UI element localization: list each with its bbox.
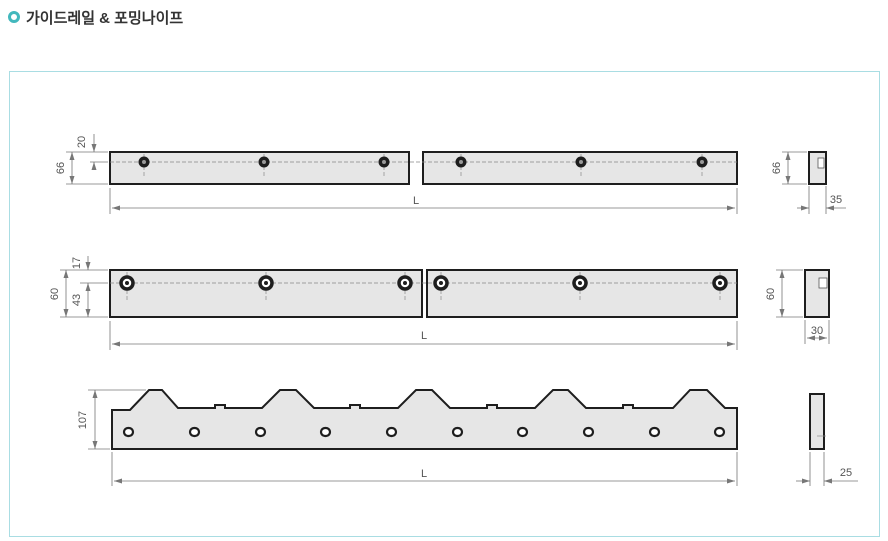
rail2-holes (119, 275, 728, 291)
section-title: 가이드레일 & 포밍나이프 (26, 9, 184, 27)
knife-slot (385, 426, 398, 438)
knife-profile (111, 389, 738, 450)
rail2-height-dim: 60 (49, 288, 61, 300)
knife-slot (451, 426, 464, 438)
knife-slot (582, 426, 595, 438)
guide-rail-2: 60 17 43 L 60 30 (49, 256, 830, 350)
guide-rail-1: 66 20 L 66 35 (55, 134, 846, 214)
knife-slot (188, 426, 201, 438)
rail1-side-height-dim: 66 (771, 162, 783, 174)
rail2-lower-dim: 43 (71, 294, 83, 306)
knife-slot (122, 426, 135, 438)
knife-slot (319, 426, 332, 438)
forming-knife: 107 L 25 (77, 389, 858, 486)
knife-height-dim: 107 (77, 411, 89, 429)
knife-slot (648, 426, 661, 438)
rail2-side-height-dim: 60 (765, 288, 777, 300)
rail2-side-view (804, 269, 830, 318)
rail1-left-segment (109, 151, 410, 185)
knife-slots (122, 426, 726, 438)
knife-slot (713, 426, 726, 438)
knife-side-view (809, 393, 825, 450)
rail1-offset-dim: 20 (76, 136, 88, 148)
ring-bullet-icon (8, 11, 20, 23)
section-header: 가이드레일 & 포밍나이프 (8, 5, 183, 29)
rail1-length-dim: L (413, 195, 419, 207)
knife-slot (516, 426, 529, 438)
rail1-side-width-dim: 35 (830, 194, 842, 206)
rail1-height-dim: 66 (55, 162, 67, 174)
rail1-holes (138, 156, 708, 168)
knife-length-dim: L (421, 468, 427, 480)
rail2-side-width-dim: 30 (811, 325, 823, 337)
knife-side-width-dim: 25 (840, 467, 852, 479)
knife-slot (254, 426, 267, 438)
rail2-length-dim: L (421, 330, 427, 342)
rail2-upper-dim: 17 (71, 257, 83, 269)
